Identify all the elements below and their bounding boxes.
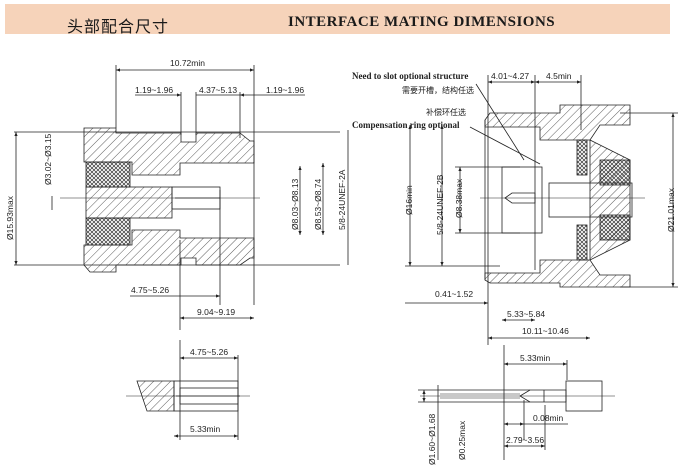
dim-groove-left: 1.19~1.96 bbox=[135, 85, 173, 95]
right-detail-labels: 5.33min Ø1.60~Ø1.68 Ø0.25max 0.08min 2.7… bbox=[427, 353, 564, 465]
dim-outer-dia-right: Ø21.01max bbox=[666, 187, 676, 232]
left-view bbox=[14, 65, 349, 330]
note-ring-cn: 补偿环任选 bbox=[426, 107, 466, 117]
right-detail bbox=[418, 345, 615, 460]
dim-pin-length: 5.33min bbox=[520, 353, 551, 363]
dim-top-b: 4.5min bbox=[546, 71, 572, 81]
title-english: INTERFACE MATING DIMENSIONS bbox=[288, 14, 556, 30]
dim-groove-mid: 4.37~5.13 bbox=[199, 85, 237, 95]
dim-detail-slot-length: 5.33min bbox=[190, 424, 221, 434]
dim-body-depth: 9.04~9.19 bbox=[197, 307, 235, 317]
dim-outer-dia: Ø15.93max bbox=[5, 195, 15, 240]
dim-inner-dia: Ø8.38max bbox=[454, 178, 464, 218]
dim-pin-depth: 5.33~5.84 bbox=[507, 309, 545, 319]
right-view-labels: Need to slot optional structure 需要开槽，结构任… bbox=[352, 71, 676, 336]
right-view bbox=[405, 75, 678, 345]
dim-inner-dia-b: Ø8.53~Ø8.74 bbox=[313, 178, 323, 230]
left-detail-labels: 4.75~5.26 5.33min bbox=[190, 347, 228, 434]
dim-inner-dia-a: Ø8.03~Ø8.13 bbox=[290, 178, 300, 230]
dim-offset: 0.41~1.52 bbox=[435, 289, 473, 299]
dim-bore-dia: Ø16min bbox=[404, 185, 414, 215]
dim-tip-gap: 0.08min bbox=[533, 413, 564, 423]
dim-pin-dia: Ø3.02~Ø3.15 bbox=[43, 133, 53, 185]
note-slot-cn: 需要开槽，结构任选 bbox=[402, 85, 474, 95]
left-detail bbox=[126, 340, 250, 440]
dim-tip-length: 2.79~3.56 bbox=[506, 435, 544, 445]
left-view-labels: 10.72min 1.19~1.96 4.37~5.13 1.19~1.96 Ø… bbox=[5, 58, 347, 317]
dim-contact-depth: 4.75~5.26 bbox=[131, 285, 169, 295]
dim-top-a: 4.01~4.27 bbox=[491, 71, 529, 81]
dim-overall-length: 10.72min bbox=[170, 58, 205, 68]
note-ring-en: Compensation ring optional bbox=[352, 120, 460, 130]
dim-groove-right: 1.19~1.96 bbox=[266, 85, 304, 95]
dim-detail-pin-dia: Ø1.60~Ø1.68 bbox=[427, 413, 437, 465]
header-banner: 头部配合尺寸 INTERFACE MATING DIMENSIONS bbox=[5, 4, 670, 36]
note-slot-en: Need to slot optional structure bbox=[352, 71, 468, 81]
dim-tip-dia: Ø0.25max bbox=[457, 420, 467, 460]
title-chinese: 头部配合尺寸 bbox=[67, 17, 170, 36]
dim-thread-2a: 5/8-24UNEF-2A bbox=[337, 169, 347, 230]
dim-detail-contact-depth: 4.75~5.26 bbox=[190, 347, 228, 357]
dim-thread-2b: 5/8-24UNEF-2B bbox=[435, 174, 445, 235]
dim-body-depth-right: 10.11~10.46 bbox=[522, 326, 569, 336]
